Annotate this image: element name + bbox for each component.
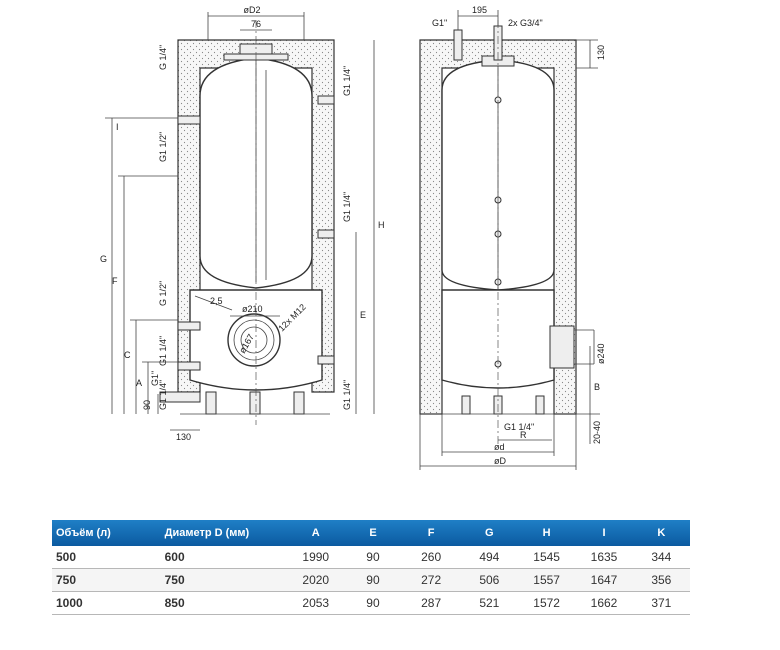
label-d-small: ød xyxy=(494,442,505,452)
label-g1-1-2: G1 1/2" xyxy=(158,132,168,162)
leader-2-5 xyxy=(194,295,233,311)
label-g1-1-4-d: G1 1/4" xyxy=(158,336,168,366)
left-foot-1 xyxy=(205,391,217,415)
cell-e: 90 xyxy=(344,591,402,615)
left-foot-2 xyxy=(249,391,261,415)
label-g: G xyxy=(100,254,107,264)
cell-i: 1647 xyxy=(575,568,633,592)
label-c: C xyxy=(124,350,131,360)
label-g1-1-4-c: G1 1/4" xyxy=(342,380,352,410)
header-f: F xyxy=(427,527,435,539)
label-g1-1-4-e: G1 1/4" xyxy=(158,380,168,410)
cell-k: 356 xyxy=(632,568,690,592)
header-volume: Объём (л) xyxy=(56,527,111,539)
right-foot-3 xyxy=(535,395,545,415)
label-210: ø210 xyxy=(242,304,263,314)
label-d-big: øD xyxy=(494,456,506,466)
cell-g: 521 xyxy=(460,591,518,615)
left-view: øD2 76 G 1/4" G1 1/4" G1 1/2" G1 1/4" G1… xyxy=(100,5,385,442)
cell-h: 1545 xyxy=(517,546,576,569)
label-b: B xyxy=(594,382,600,392)
cell-volume: 1000 xyxy=(52,591,161,615)
right-view: G1" 195 2x G3/4" 130 ø240 B 20-40 G1 1/4… xyxy=(419,5,606,470)
label-g-1-2: G 1/2" xyxy=(158,281,168,306)
cell-g: 506 xyxy=(460,568,518,592)
label-g-1-4: G 1/4" xyxy=(158,45,168,70)
right-foot-1 xyxy=(461,395,471,415)
cell-h: 1572 xyxy=(517,591,576,615)
label-i: I xyxy=(116,122,119,132)
cell-diameter: 600 xyxy=(160,546,288,569)
label-130: 130 xyxy=(176,432,191,442)
header-a: A xyxy=(311,527,320,539)
label-195: 195 xyxy=(472,5,487,15)
label-g1-1-4-r: G1 1/4" xyxy=(504,422,534,432)
left-connection-4 xyxy=(177,115,201,125)
label-90: 90 xyxy=(142,400,152,410)
cell-g: 494 xyxy=(460,546,518,569)
left-connection-3 xyxy=(317,355,335,365)
cell-i: 1635 xyxy=(575,546,633,569)
label-f: F xyxy=(112,276,118,286)
table-row: 1000 850 2053 90 287 521 1572 1662 371 xyxy=(52,591,690,615)
cell-diameter: 850 xyxy=(160,591,288,615)
label-a: A xyxy=(136,378,142,388)
cell-a: 1990 xyxy=(287,546,345,569)
table-header-row: Объём (л) Диаметр D (мм) A E F G H I K xyxy=(52,520,690,546)
cell-h: 1557 xyxy=(517,568,576,592)
left-connection-5 xyxy=(177,321,201,331)
table-row: 750 750 2020 90 272 506 1557 1647 356 xyxy=(52,568,690,592)
cell-a: 2020 xyxy=(287,568,345,592)
left-bottom-connection xyxy=(159,391,201,403)
right-tank-lower xyxy=(441,289,555,389)
cell-f: 287 xyxy=(401,591,461,615)
cell-volume: 750 xyxy=(52,568,161,592)
header-diameter: Диаметр D (мм) xyxy=(164,527,250,539)
left-connection-6 xyxy=(177,361,201,371)
label-76: 76 xyxy=(251,19,261,29)
label-g1-1-4-a: G1 1/4" xyxy=(342,66,352,96)
label-g1-r: G1" xyxy=(432,18,447,28)
cell-diameter: 750 xyxy=(160,568,288,592)
cell-f: 272 xyxy=(401,568,461,592)
header-i: I xyxy=(602,527,606,539)
left-connection-2 xyxy=(317,229,335,239)
manhole-bolt-circle xyxy=(233,319,275,361)
label-r: R xyxy=(520,430,527,440)
left-connection-1 xyxy=(317,95,335,105)
label-e: E xyxy=(360,310,366,320)
header-h: H xyxy=(542,527,551,539)
left-foot-3 xyxy=(293,391,305,415)
label-h: H xyxy=(378,220,385,230)
cell-volume: 500 xyxy=(52,546,161,569)
label-20-40: 20-40 xyxy=(592,421,602,444)
cell-f: 260 xyxy=(401,546,461,569)
right-top-pipe-1 xyxy=(453,29,463,61)
cell-e: 90 xyxy=(344,546,402,569)
label-g1: G1" xyxy=(150,371,160,386)
manhole-flange xyxy=(227,313,281,367)
label-2x-g3-4: 2x G3/4" xyxy=(508,18,543,28)
header-g: G xyxy=(485,527,494,539)
label-130-r: 130 xyxy=(596,45,606,60)
label-240: ø240 xyxy=(596,343,606,364)
technical-drawing: øD2 76 G 1/4" G1 1/4" G1 1/2" G1 1/4" G1… xyxy=(100,5,606,470)
cell-k: 344 xyxy=(632,546,690,569)
right-side-flange xyxy=(549,325,575,369)
table-row: 500 600 1990 90 260 494 1545 1635 344 xyxy=(52,546,690,569)
label-g1-1-4-b: G1 1/4" xyxy=(342,192,352,222)
cell-a: 2053 xyxy=(287,591,345,615)
manhole-opening xyxy=(240,326,268,354)
cell-e: 90 xyxy=(344,568,402,592)
header-k: K xyxy=(657,527,666,539)
cell-k: 371 xyxy=(632,591,690,615)
label-d2: øD2 xyxy=(243,5,260,15)
header-e: E xyxy=(369,527,377,539)
specifications-table: Объём (л) Диаметр D (мм) A E F G H I K 5… xyxy=(52,520,690,615)
cell-i: 1662 xyxy=(575,591,633,615)
label-2-5: 2,5 xyxy=(210,296,223,306)
